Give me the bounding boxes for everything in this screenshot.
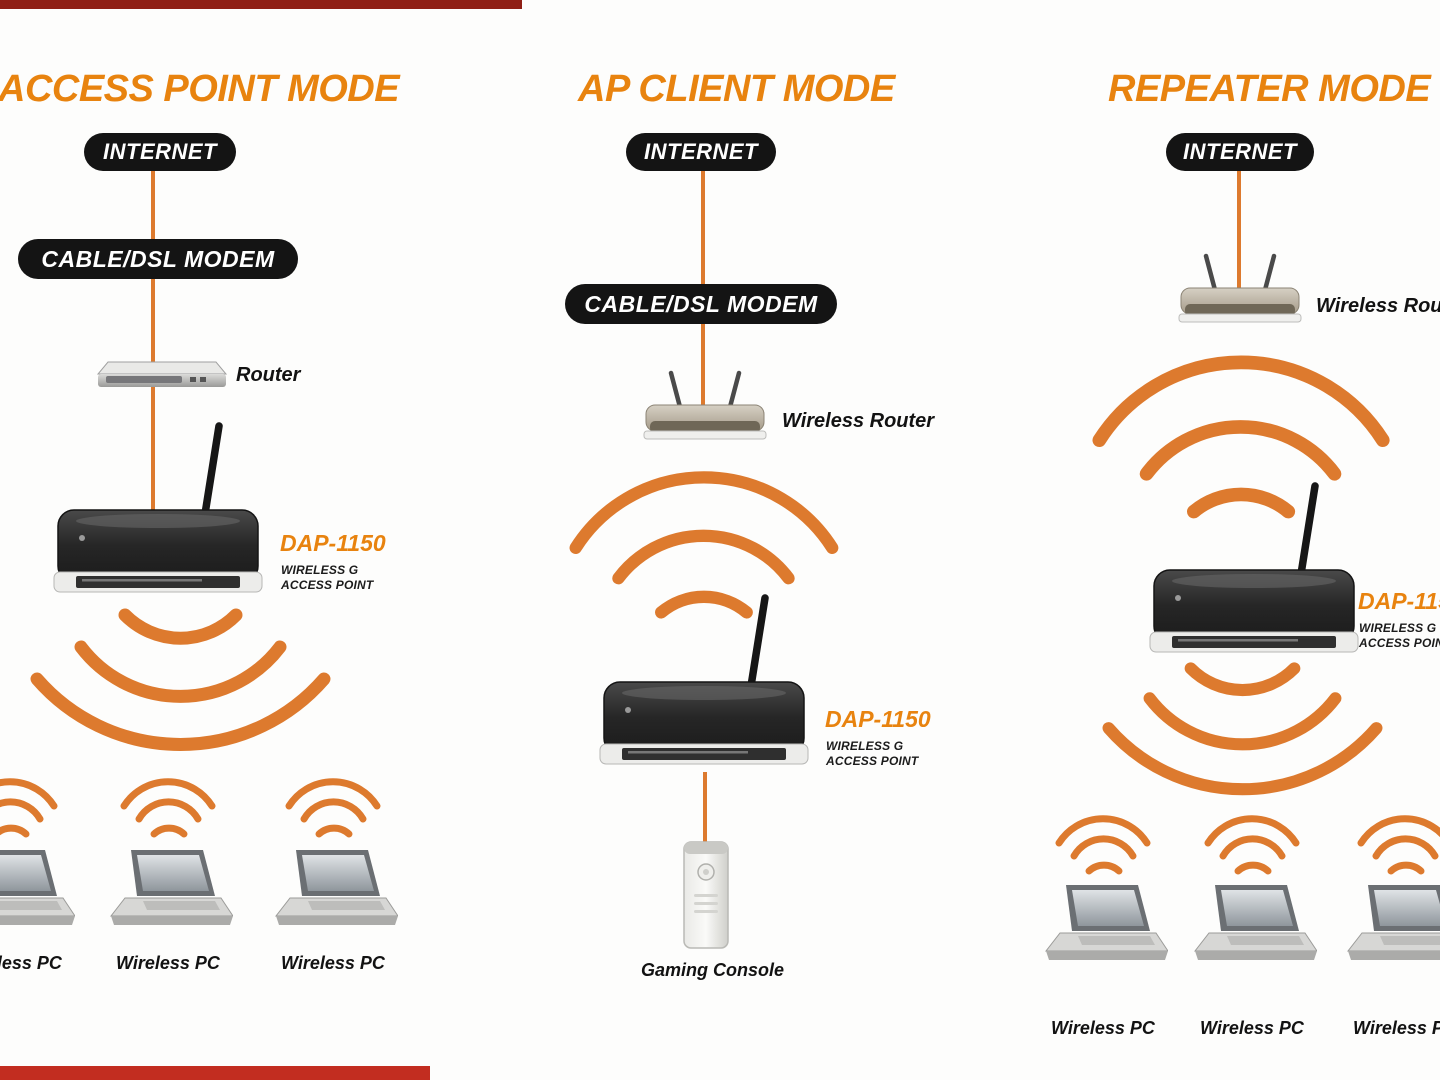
- internet-label: INTERNET: [103, 139, 217, 164]
- gaming-console-label: Gaming Console: [641, 960, 785, 980]
- dap-sub-label-1: WIRELESS G: [826, 739, 904, 753]
- modem-node: CABLE/DSL MODEM: [565, 284, 837, 324]
- wifi-signal-small-icon: [278, 778, 388, 840]
- laptop-icon: [1187, 885, 1317, 970]
- gaming-console-icon: [670, 838, 742, 953]
- internet-label: INTERNET: [1183, 139, 1297, 164]
- wireless-router-device-icon: [1175, 248, 1305, 328]
- wifi-signal-arcs-down-icon: [28, 606, 333, 756]
- laptop-icon: [1038, 885, 1168, 970]
- wifi-signal-small-icon: [113, 778, 223, 840]
- top-red-bar: [0, 0, 522, 9]
- column-title-repeater-mode: REPEATER MODE: [1108, 68, 1431, 110]
- wireless-pc-label: Wireless PC: [1353, 1018, 1440, 1038]
- connection-line: [703, 772, 707, 846]
- wireless-router-device-icon: [640, 365, 770, 445]
- dap-model-label: DAP-1150: [825, 706, 931, 732]
- wifi-signal-small-icon: [1197, 815, 1307, 877]
- dap-sub-label-2: ACCESS POINT: [1359, 636, 1440, 650]
- modem-label: CABLE/DSL MODEM: [584, 290, 818, 317]
- dap-sub-label-1: WIRELESS G: [281, 563, 359, 577]
- dap-1150-device-icon: [52, 418, 264, 603]
- wireless-router-label: Wireless Router: [782, 410, 935, 432]
- wireless-pc-label: Wireless PC: [1200, 1018, 1304, 1038]
- connection-line: [151, 171, 155, 511]
- dap-sub-label-2: ACCESS POINT: [826, 754, 919, 768]
- router-device-icon: [92, 354, 232, 396]
- dap-sub-label-1: WIRELESS G: [1359, 621, 1437, 635]
- laptop-icon: [268, 850, 398, 935]
- dap-sub-label-2: ACCESS POINT: [281, 578, 374, 592]
- wifi-signal-small-icon: [0, 778, 65, 840]
- laptop-icon: [1340, 885, 1440, 970]
- dap-model-label: DAP-1150: [280, 530, 386, 556]
- modem-node: CABLE/DSL MODEM: [18, 239, 298, 279]
- wireless-pc-label: Wireless PC: [0, 953, 62, 973]
- wifi-signal-small-icon: [1350, 815, 1440, 877]
- internet-node: INTERNET: [1166, 133, 1314, 171]
- column-title-access-point-mode: ACCESS POINT MODE: [0, 68, 400, 110]
- dap-1150-device-icon: [598, 590, 810, 775]
- laptop-icon: [103, 850, 233, 935]
- dap-model-label: DAP-1150: [1358, 588, 1440, 614]
- connection-line: [1237, 171, 1241, 291]
- wireless-pc-label: Wireless PC: [281, 953, 385, 973]
- wifi-signal-small-icon: [1048, 815, 1158, 877]
- internet-label: INTERNET: [644, 139, 758, 164]
- column-title-ap-client-mode: AP CLIENT MODE: [578, 68, 895, 110]
- wifi-signal-arcs-down-icon: [1090, 660, 1395, 800]
- internet-node: INTERNET: [626, 133, 776, 171]
- bottom-red-bar: [0, 1066, 430, 1080]
- wireless-router-label: Wireless Router: [1316, 295, 1440, 317]
- laptop-icon: [0, 850, 75, 935]
- wireless-pc-label: Wireless PC: [1051, 1018, 1155, 1038]
- internet-node: INTERNET: [84, 133, 236, 171]
- modem-label: CABLE/DSL MODEM: [41, 245, 275, 272]
- router-label: Router: [236, 364, 301, 386]
- wireless-pc-label: Wireless PC: [116, 953, 220, 973]
- dap-1150-device-icon: [1148, 478, 1360, 663]
